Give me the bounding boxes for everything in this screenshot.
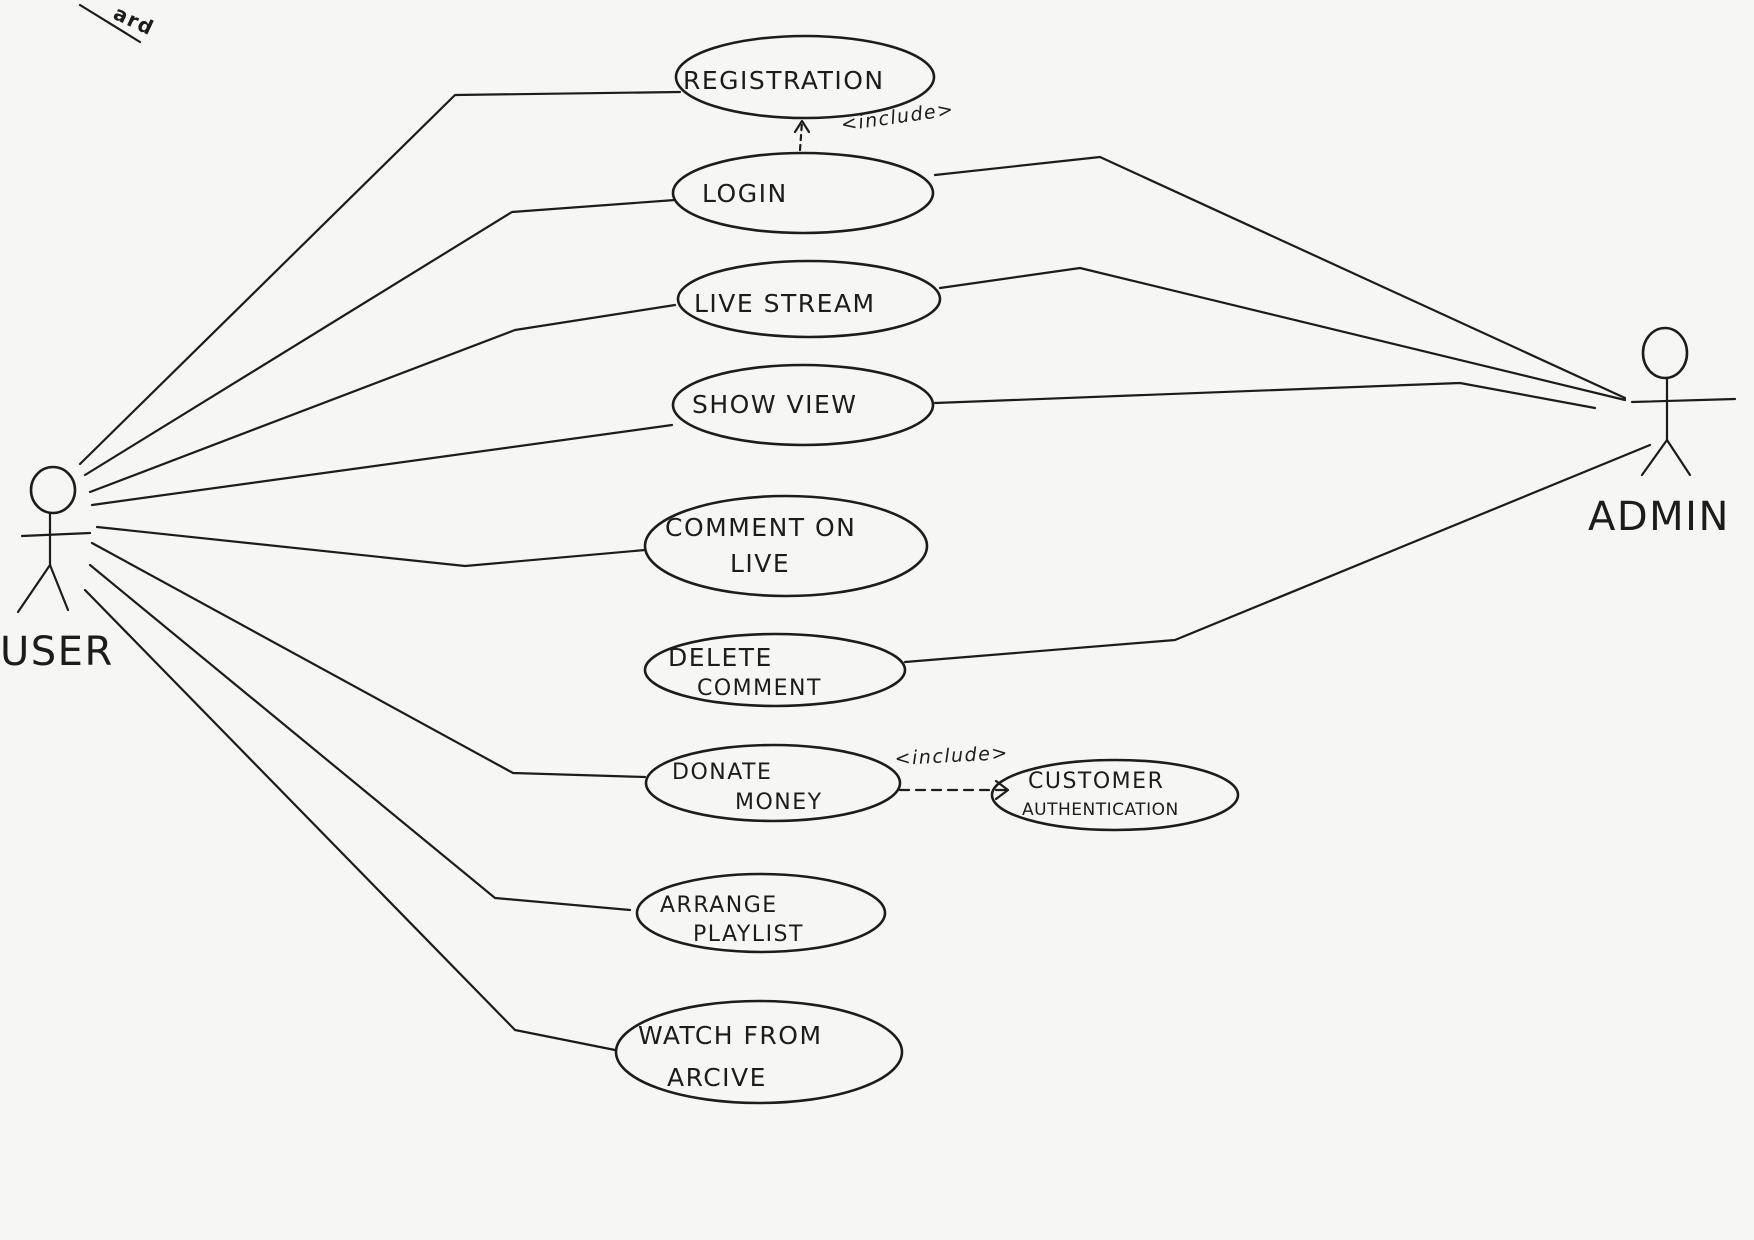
use-case-delete-comment[interactable]: DELETE COMMENT [643, 632, 907, 708]
admin-head [1641, 326, 1689, 380]
admin-associations [903, 155, 1652, 664]
user-head [29, 465, 77, 515]
use-case-registration[interactable]: REGISTRATION [674, 34, 936, 120]
use-case-watch-from-archive-label-2: ARCIVE [667, 1063, 767, 1092]
use-case-delete-comment-label-1: DELETE [668, 643, 773, 672]
use-case-watch-from-archive[interactable]: WATCH FROM ARCIVE [614, 999, 904, 1105]
use-case-donate-money-label-1: DONATE [672, 760, 772, 785]
assoc-user-live-stream [88, 303, 677, 494]
actor-admin[interactable]: ADMIN [1588, 326, 1737, 540]
assoc-user-watch-from-archive [83, 588, 617, 1052]
use-case-watch-from-archive-label-1: WATCH FROM [638, 1021, 823, 1050]
actor-user[interactable]: USER [0, 465, 114, 675]
use-case-customer-authentication[interactable]: CUSTOMER AUTHENTICATION [990, 758, 1240, 832]
include-login-registration: <include> [793, 98, 956, 152]
admin-left-leg [1640, 438, 1669, 477]
paper-corner-mark: ard [78, 1, 158, 44]
use-case-live-stream[interactable]: LIVE STREAM [676, 259, 942, 339]
user-label: USER [0, 629, 114, 675]
assoc-user-login [83, 198, 677, 477]
use-case-login[interactable]: LOGIN [671, 151, 935, 235]
include-arrow-line [798, 120, 804, 152]
assoc-admin-live-stream [938, 266, 1627, 402]
use-case-customer-authentication-label-2: AUTHENTICATION [1022, 800, 1179, 820]
use-case-comment-on-live-label-2: LIVE [730, 549, 790, 578]
use-case-comment-on-live-label-1: COMMENT ON [665, 513, 856, 542]
use-case-delete-comment-label-2: COMMENT [697, 676, 822, 701]
admin-arms [1630, 397, 1737, 404]
include-label-login-registration: <include> [840, 98, 956, 136]
use-case-arrange-playlist-label-2: PLAYLIST [693, 922, 804, 947]
use-case-donate-money[interactable]: DONATE MONEY [644, 743, 902, 823]
assoc-admin-show-view [933, 381, 1597, 410]
assoc-user-arrange-playlist [88, 563, 632, 912]
assoc-admin-login [933, 155, 1627, 400]
assoc-user-registration [78, 90, 682, 466]
corner-mark-text: ard [110, 1, 158, 41]
include-arrowhead [793, 119, 811, 134]
use-case-show-view[interactable]: SHOW VIEW [671, 363, 935, 447]
include-label-donate-authentication: <include> [894, 742, 1009, 770]
admin-label: ADMIN [1588, 494, 1730, 540]
user-associations [78, 90, 682, 1052]
use-case-arrange-playlist[interactable]: ARRANGE PLAYLIST [635, 872, 887, 954]
use-case-customer-authentication-label-1: CUSTOMER [1028, 769, 1164, 794]
assoc-user-show-view [90, 423, 674, 507]
use-case-donate-money-label-2: MONEY [735, 790, 823, 815]
use-case-arrange-playlist-label-1: ARRANGE [660, 893, 778, 918]
use-case-login-label: LOGIN [702, 179, 788, 208]
use-case-show-view-label: SHOW VIEW [692, 390, 858, 419]
user-left-leg [16, 563, 52, 614]
assoc-user-donate-money [90, 541, 647, 779]
use-case-comment-on-live[interactable]: COMMENT ON LIVE [643, 494, 929, 598]
admin-right-leg [1665, 438, 1692, 477]
assoc-user-comment-on-live [95, 525, 647, 568]
use-case-live-stream-label: LIVE STREAM [694, 289, 876, 318]
use-case-registration-label: REGISTRATION [683, 66, 885, 95]
user-arms [20, 531, 92, 538]
assoc-admin-delete-comment [903, 443, 1652, 664]
user-right-leg [48, 563, 70, 612]
